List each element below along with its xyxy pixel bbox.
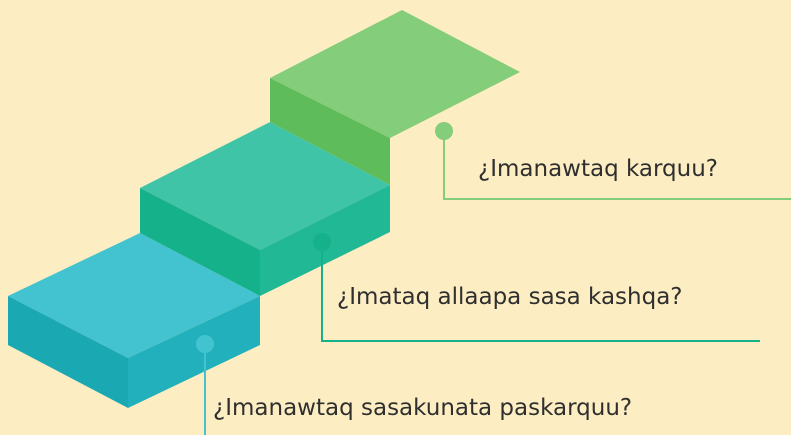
connector-bottom	[196, 335, 214, 435]
step-top-top-face	[270, 10, 520, 138]
step-bottom-front-face	[8, 296, 128, 408]
step-middle-top-face	[140, 122, 390, 250]
connector-middle-line	[321, 242, 760, 342]
step-top-front-face	[270, 78, 390, 185]
step-bottom-top-face	[8, 233, 260, 358]
step-top	[270, 10, 520, 185]
step-bottom-riser-face	[128, 296, 260, 408]
connector-middle	[313, 233, 760, 342]
connector-middle-dot	[313, 233, 331, 251]
connector-top-line	[443, 131, 791, 200]
connector-top-dot	[435, 122, 453, 140]
connector-bottom-dot	[196, 335, 214, 353]
connector-top	[435, 122, 791, 200]
step-bottom	[8, 233, 260, 408]
question-label-top: ¿Imanawtaq karquu?	[478, 156, 719, 182]
question-label-bottom: ¿Imanawtaq sasakunata paskarquu?	[213, 395, 633, 421]
question-label-middle: ¿Imataq allaapa sasa kashqa?	[337, 284, 683, 310]
step-middle-front-face	[140, 188, 260, 296]
